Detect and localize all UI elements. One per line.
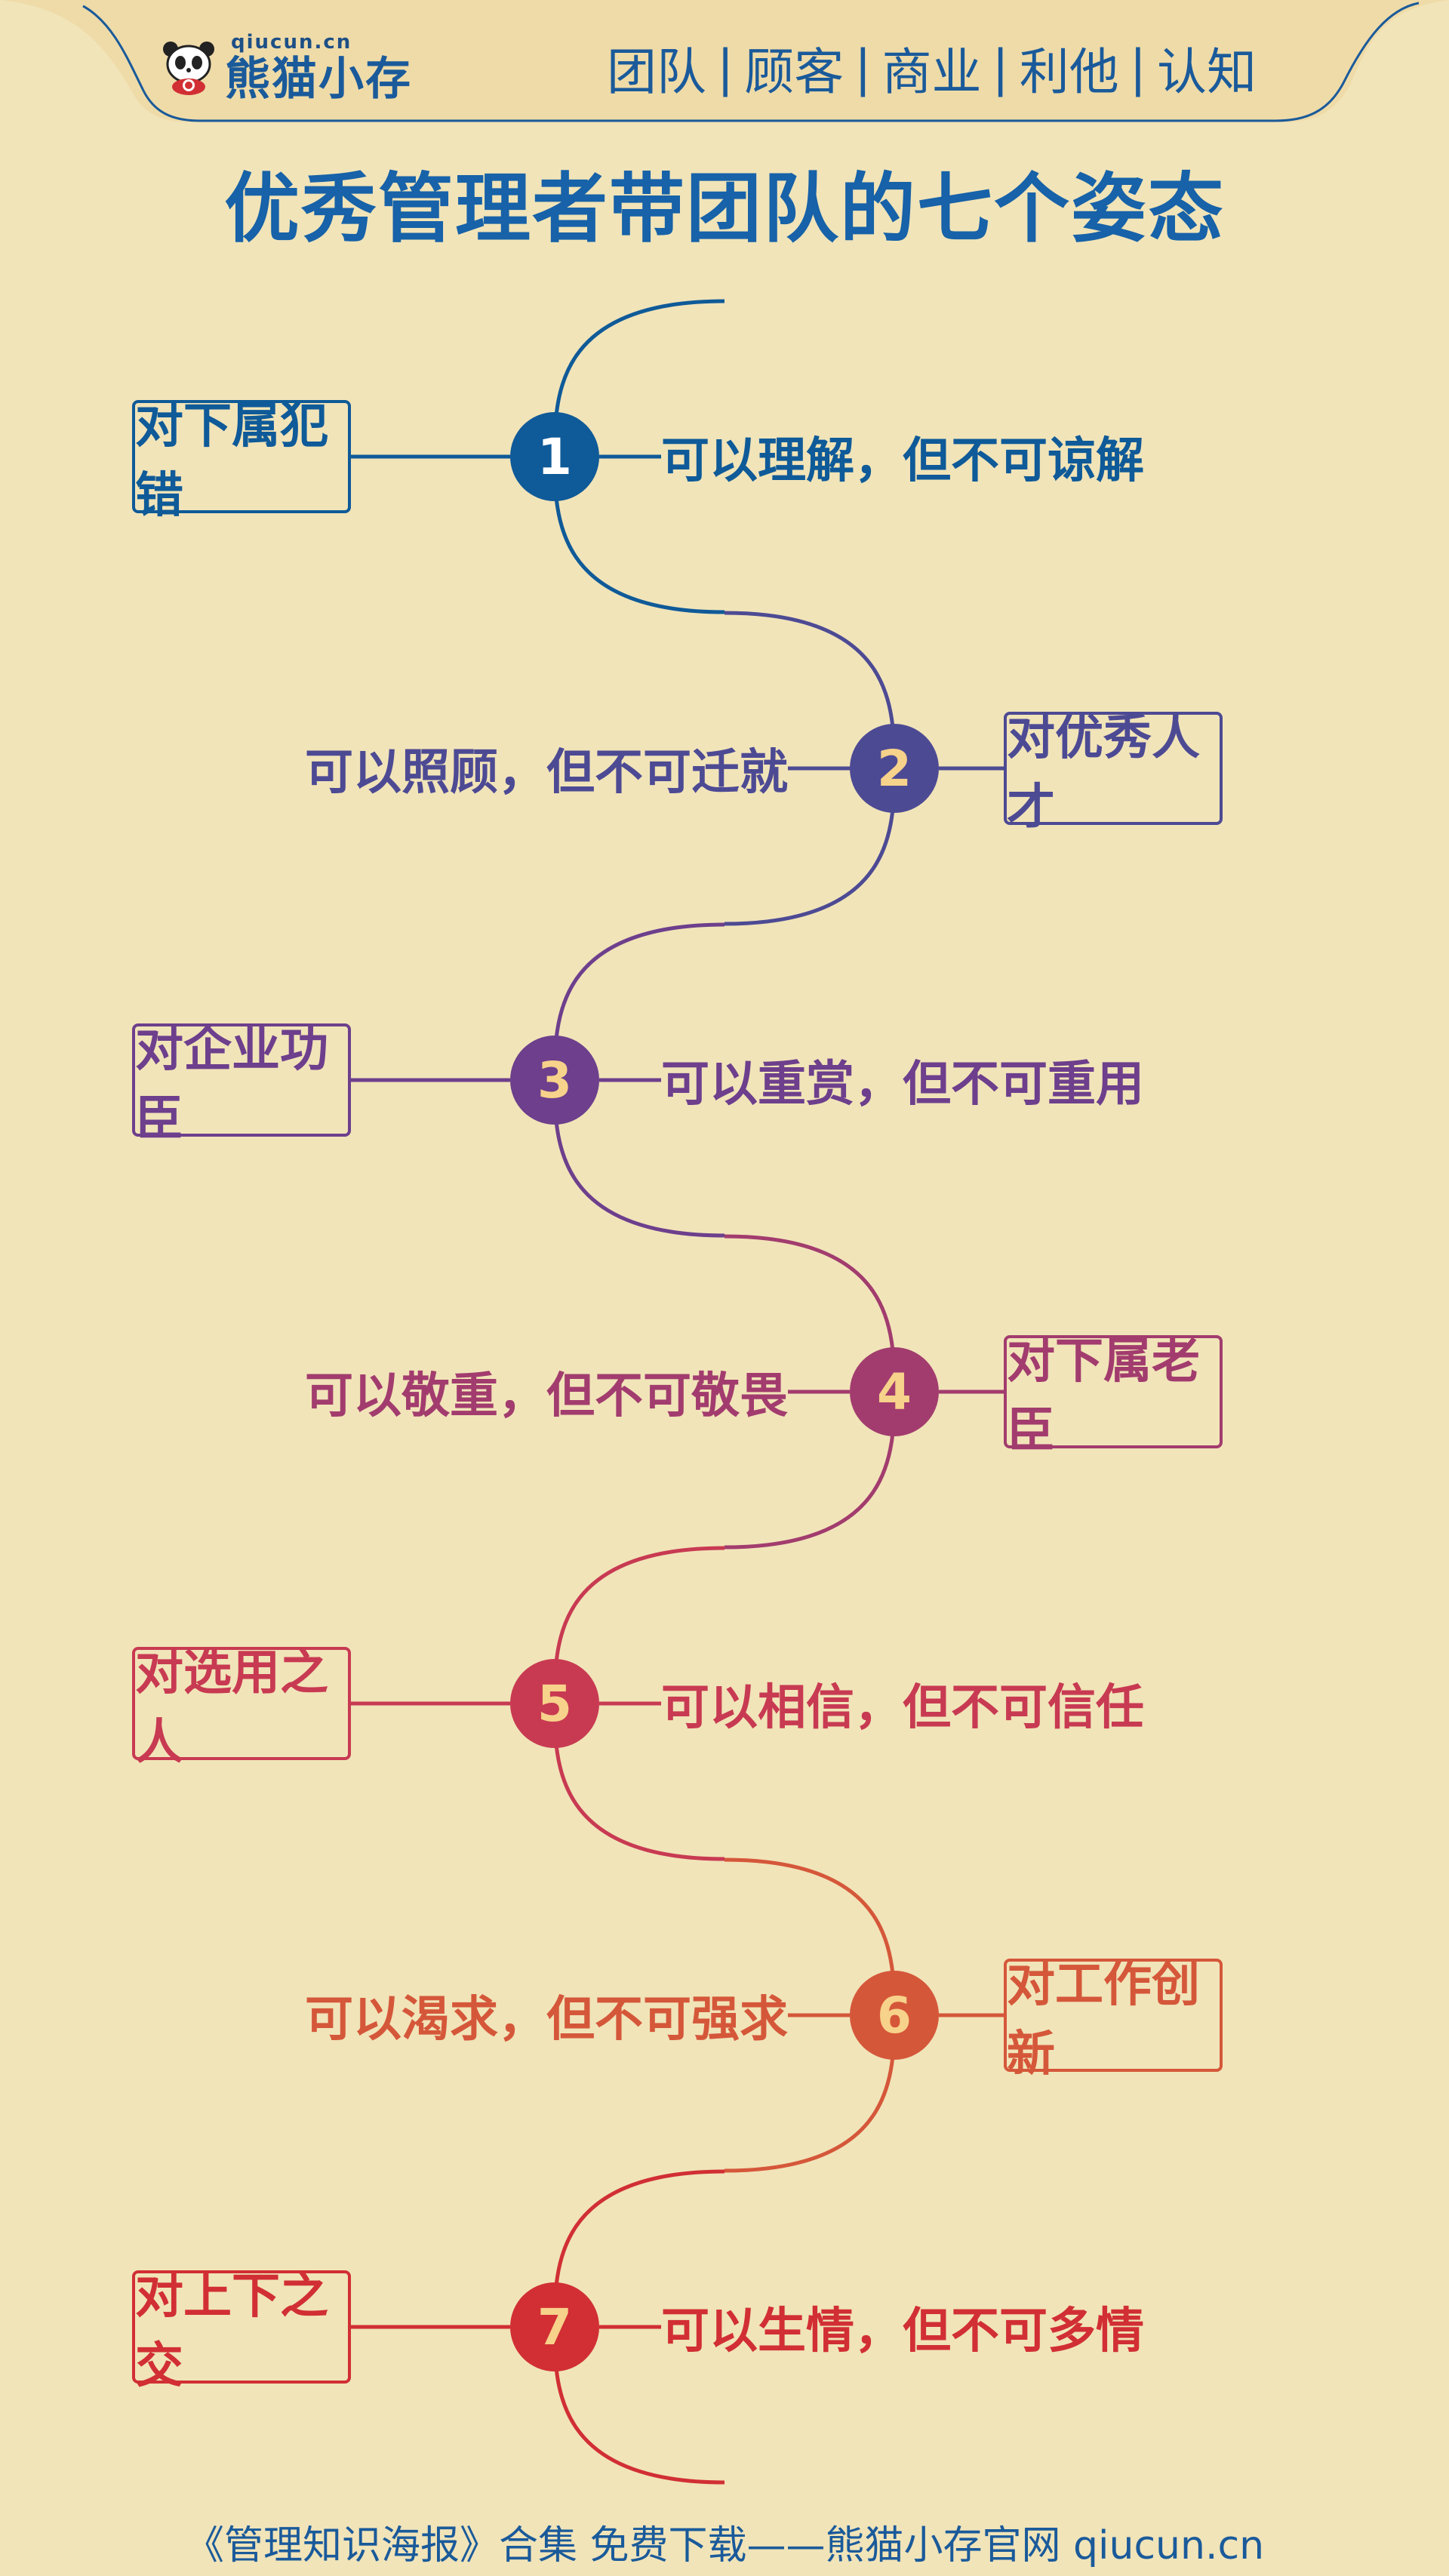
step-phrase: 可以照顾，但不可迁就	[305, 745, 788, 801]
step-number-badge: 4	[850, 1347, 939, 1436]
brand-name: 熊猫小存	[225, 53, 412, 106]
step-label-box: 对下属老臣	[1004, 1334, 1223, 1459]
page-title: 优秀管理者带团队的七个姿态	[224, 165, 1225, 253]
step-number-badge: 7	[510, 2282, 599, 2371]
step-label-box: 对上下之交	[132, 2269, 351, 2394]
step-label-box: 对优秀人才	[1004, 710, 1223, 836]
step-label-box: 对企业功臣	[132, 1022, 351, 1147]
step-phrase: 可以理解，但不可谅解	[661, 433, 1144, 489]
step-phrase: 可以敬重，但不可敬畏	[305, 1368, 788, 1424]
nav-item-team[interactable]: 团队	[607, 43, 706, 101]
step-number-badge: 5	[510, 1659, 599, 1748]
nav-item-cognition[interactable]: 认知	[1157, 43, 1257, 101]
brand-url[interactable]: qiucun.cn	[231, 31, 352, 54]
step-number-badge: 2	[850, 724, 939, 813]
step-number-badge: 3	[510, 1036, 599, 1125]
nav-item-customer[interactable]: 顾客	[744, 43, 844, 101]
step-label-box: 对工作创新	[1004, 1957, 1223, 2082]
nav-bar: 团队 | 顾客 | 商业 | 利他 | 认知	[596, 30, 1267, 106]
nav-item-altruism[interactable]: 利他	[1019, 43, 1119, 101]
step-label-box: 对选用之人	[132, 1645, 351, 1771]
nav-separator: |	[992, 38, 1009, 97]
step-phrase: 可以重赏，但不可重用	[661, 1057, 1144, 1113]
brand[interactable]: qiucun.cn 熊猫小存	[160, 26, 412, 109]
header-frame	[0, 0, 1449, 122]
panda-icon	[163, 42, 214, 95]
step-phrase: 可以生情，但不可多情	[661, 2304, 1144, 2359]
step-phrase: 可以渴求，但不可强求	[305, 1992, 788, 2048]
step-label-box: 对下属犯错	[132, 399, 351, 524]
nav-separator: |	[1129, 38, 1146, 97]
nav-item-business[interactable]: 商业	[881, 43, 982, 101]
step-number-badge: 1	[510, 412, 599, 501]
nav-separator: |	[854, 38, 872, 97]
step-number-badge: 6	[850, 1971, 939, 2060]
footer-text[interactable]: 《管理知识海报》合集 免费下载——熊猫小存官网 qiucun.cn	[184, 2523, 1265, 2568]
nav-separator: |	[717, 38, 734, 97]
step-phrase: 可以相信，但不可信任	[661, 1680, 1144, 1736]
